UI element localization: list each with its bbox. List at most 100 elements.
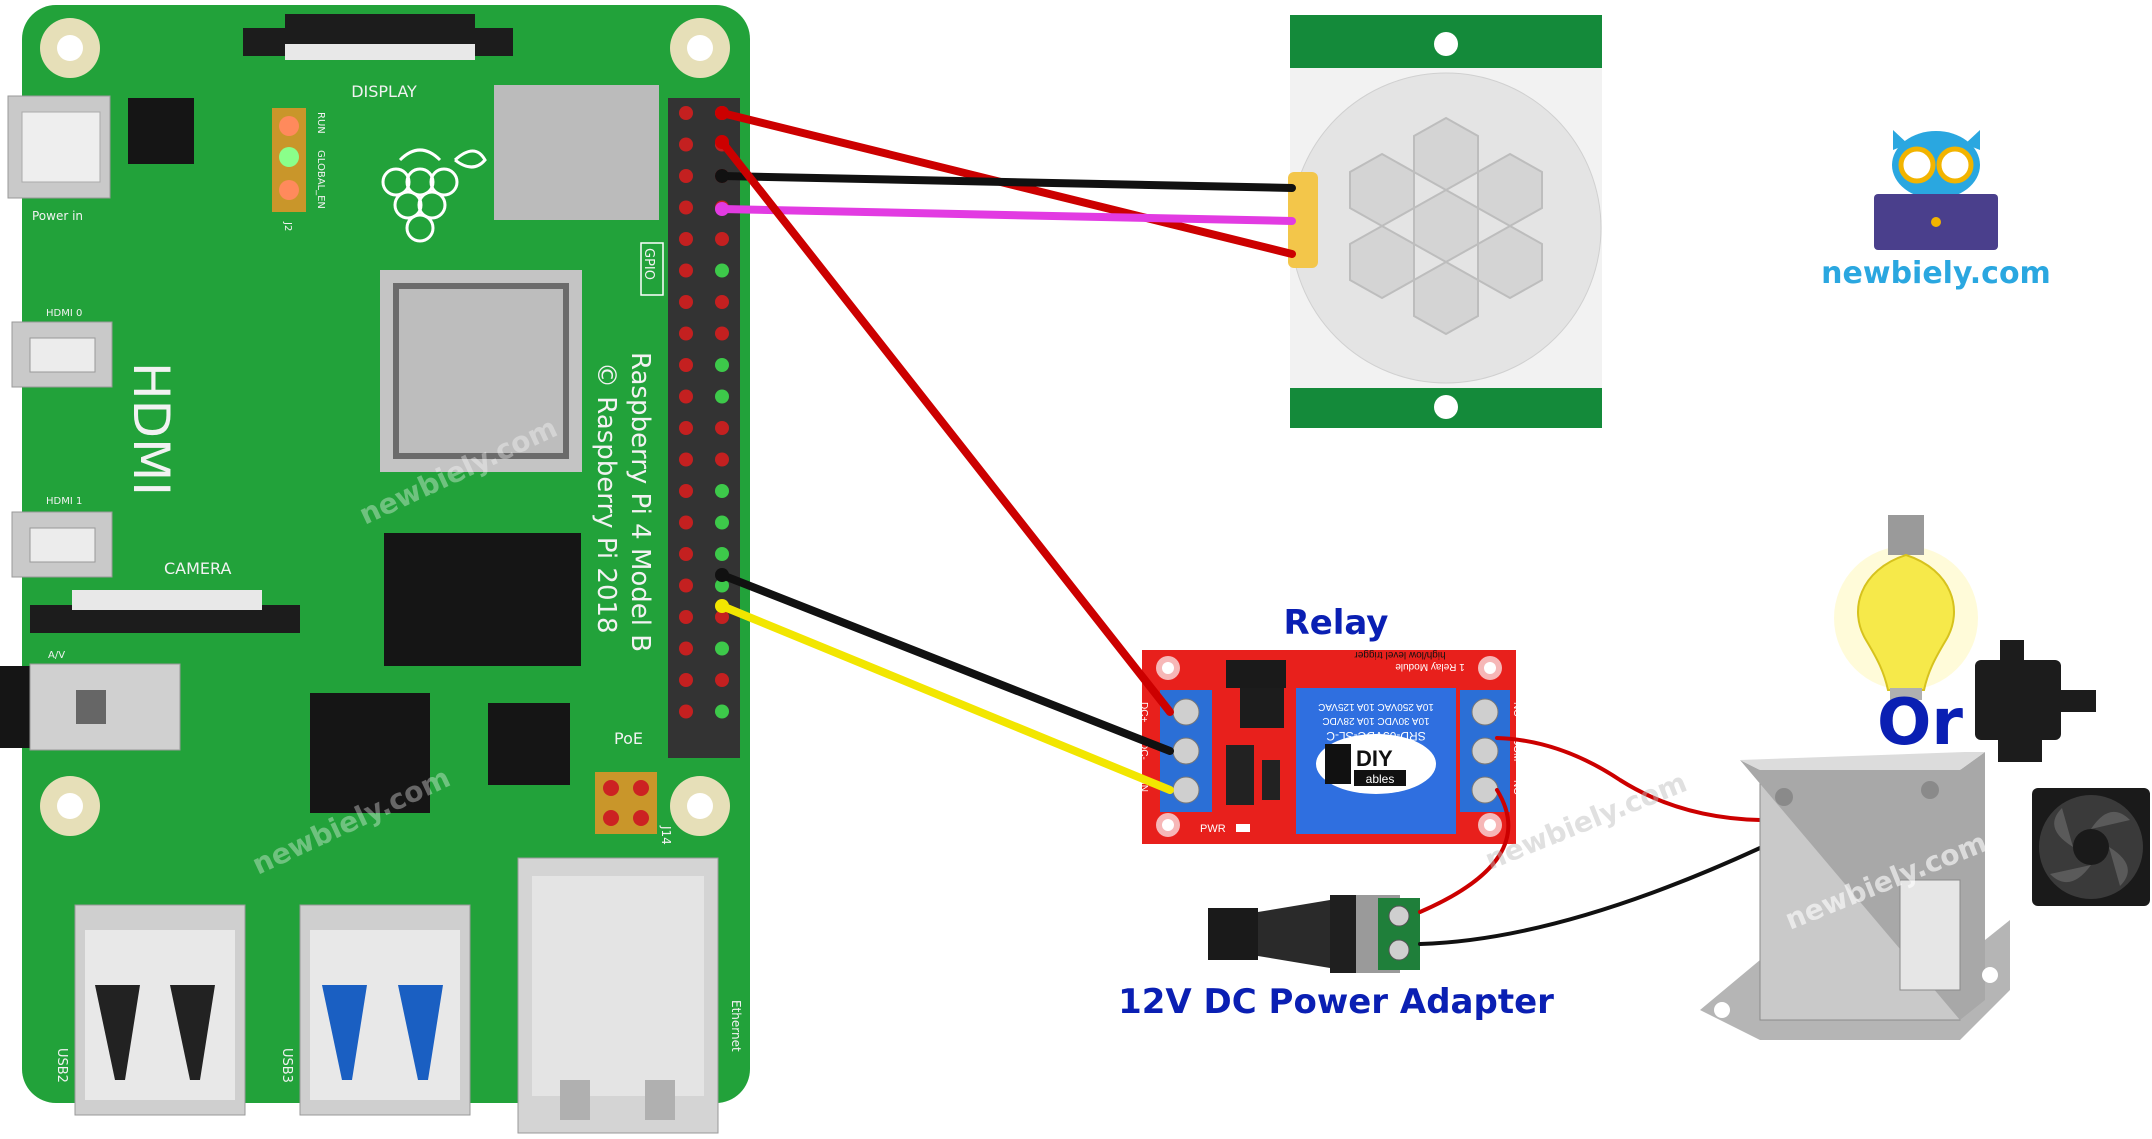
relay-module-line2: high/low level trigger xyxy=(1354,649,1446,660)
gpio-pin xyxy=(679,295,693,309)
diyables-brand-bottom: ables xyxy=(1366,772,1395,786)
wire-relay-gnd xyxy=(718,571,1174,755)
gpio-label-box: GPIO xyxy=(640,242,664,296)
gpio-pin xyxy=(715,358,729,372)
display-label: DISPLAY xyxy=(351,82,417,101)
gpio-pin xyxy=(715,263,729,278)
chip-small xyxy=(128,98,194,164)
soc-chip xyxy=(380,270,582,472)
gpio-pin xyxy=(679,137,693,152)
gpio-header xyxy=(668,98,740,758)
relay-output-terminal xyxy=(1460,690,1510,812)
run-label: RUN xyxy=(315,112,326,134)
diyables-brand-top: DIY xyxy=(1356,746,1393,771)
fresnel-lens xyxy=(1349,116,1543,336)
j2-label: J2 xyxy=(282,221,293,231)
gpio-pin xyxy=(679,389,693,404)
av-label: A/V xyxy=(48,650,65,661)
power-connector: Power in xyxy=(7,95,111,223)
fan-icon xyxy=(2032,788,2150,906)
av-jack: A/V xyxy=(0,650,181,751)
poe-label: PoE xyxy=(614,729,643,748)
chip-usb xyxy=(488,703,570,785)
gpio-pin xyxy=(715,421,729,435)
gpio-pin xyxy=(679,263,693,278)
copyright-text: © Raspberry Pi 2018 xyxy=(591,362,621,634)
gpio-pin xyxy=(715,326,729,341)
raspberry-pi-board: DISPLAY Power in RUN GLOBAL_EN J2 xyxy=(0,5,750,1134)
wire-no-to-adapter xyxy=(1418,788,1511,914)
gpio-pin xyxy=(715,547,729,561)
gpio-pin xyxy=(715,232,729,246)
gpio-pin xyxy=(679,452,693,467)
newbiely-logo xyxy=(1874,130,1998,250)
gpio-label: GPIO xyxy=(641,248,656,280)
gpio-pin xyxy=(715,515,729,530)
gpio-pin xyxy=(679,106,693,120)
gpio-pin xyxy=(679,169,693,183)
gpio-pin xyxy=(679,232,693,246)
usb2-label: USB2 xyxy=(54,1048,69,1083)
wire-relay-in xyxy=(718,602,1174,794)
adapter-label: 12V DC Power Adapter xyxy=(1118,982,1554,1022)
wire-adapter-to-lock xyxy=(1418,846,1762,946)
wire-relay-vcc xyxy=(718,138,1174,716)
gpio-pin xyxy=(679,200,693,215)
display-connector: DISPLAY xyxy=(243,14,513,101)
mounting-holes xyxy=(40,18,730,836)
gpio-pin xyxy=(679,358,693,372)
gpio-pin xyxy=(679,673,693,687)
water-pump-icon xyxy=(1975,640,2096,762)
pin-no-label: NO xyxy=(1511,780,1522,795)
global-en-label: GLOBAL_EN xyxy=(315,150,326,209)
gpio-pin xyxy=(715,452,729,467)
usb2-port: USB2 xyxy=(54,904,246,1116)
gpio-pin xyxy=(715,673,729,687)
brand-site: newbiely.com xyxy=(1821,256,2051,291)
pin-com-label: COM xyxy=(1511,738,1522,761)
hdmi-ports: HDMI HDMI 0 HDMI 1 xyxy=(11,308,180,578)
usb-controller-chip xyxy=(494,85,659,220)
relay-rating1: 10A 250VAC 10A 125VAC xyxy=(1318,701,1434,712)
gpio-pin xyxy=(679,515,693,530)
pwr-label: PWR xyxy=(1200,823,1226,835)
gpio-pin xyxy=(679,421,693,435)
gpio-pin xyxy=(715,295,729,309)
ethernet-label: Ethernet xyxy=(729,1000,743,1052)
usb3-port: USB3 xyxy=(279,904,471,1116)
pir-pin-header xyxy=(1288,172,1318,268)
pin-nc-label: NC xyxy=(1511,702,1522,716)
gpio-pin xyxy=(715,610,729,624)
relay-coil: 10A 250VAC 10A 125VAC 10A 30VDC 10A 28VD… xyxy=(1296,688,1456,834)
gpio-pin xyxy=(715,704,729,719)
hdmi0-label: HDMI 0 xyxy=(46,308,82,319)
model-text: Raspberry Pi 4 Model B xyxy=(625,352,655,652)
camera-connector: CAMERA xyxy=(30,559,300,633)
gpio-pin xyxy=(715,578,729,593)
relay-module-line1: 1 Relay Module xyxy=(1395,661,1465,672)
wire-pir-out xyxy=(718,205,1296,225)
gpio-pin xyxy=(715,484,729,498)
dc-power-adapter xyxy=(1208,895,1420,973)
gpio-pin xyxy=(679,578,693,593)
gpio-pin xyxy=(679,484,693,498)
ethernet-port: Ethernet xyxy=(517,857,743,1134)
gpio-pin xyxy=(679,547,693,561)
relay-rating2: 10A 30VDC 10A 28VDC xyxy=(1322,715,1429,726)
hdmi-label: HDMI xyxy=(122,362,180,496)
j14-label: J14 xyxy=(659,825,673,845)
light-bulb-icon xyxy=(1834,515,1978,700)
wires xyxy=(715,106,1762,946)
camera-label: CAMERA xyxy=(164,559,232,578)
poe-header: PoE J14 xyxy=(595,729,673,845)
gpio-pin xyxy=(679,610,693,624)
gpio-pin xyxy=(679,704,693,719)
pir-sensor xyxy=(1288,15,1602,428)
pin-dc-minus-label: DC- xyxy=(1138,742,1149,760)
ram-chip xyxy=(384,533,581,666)
hdmi1-label: HDMI 1 xyxy=(46,496,82,507)
status-leds: RUN GLOBAL_EN J2 xyxy=(272,108,326,231)
usb3-label: USB3 xyxy=(279,1048,294,1083)
or-text: Or xyxy=(1877,686,1963,760)
